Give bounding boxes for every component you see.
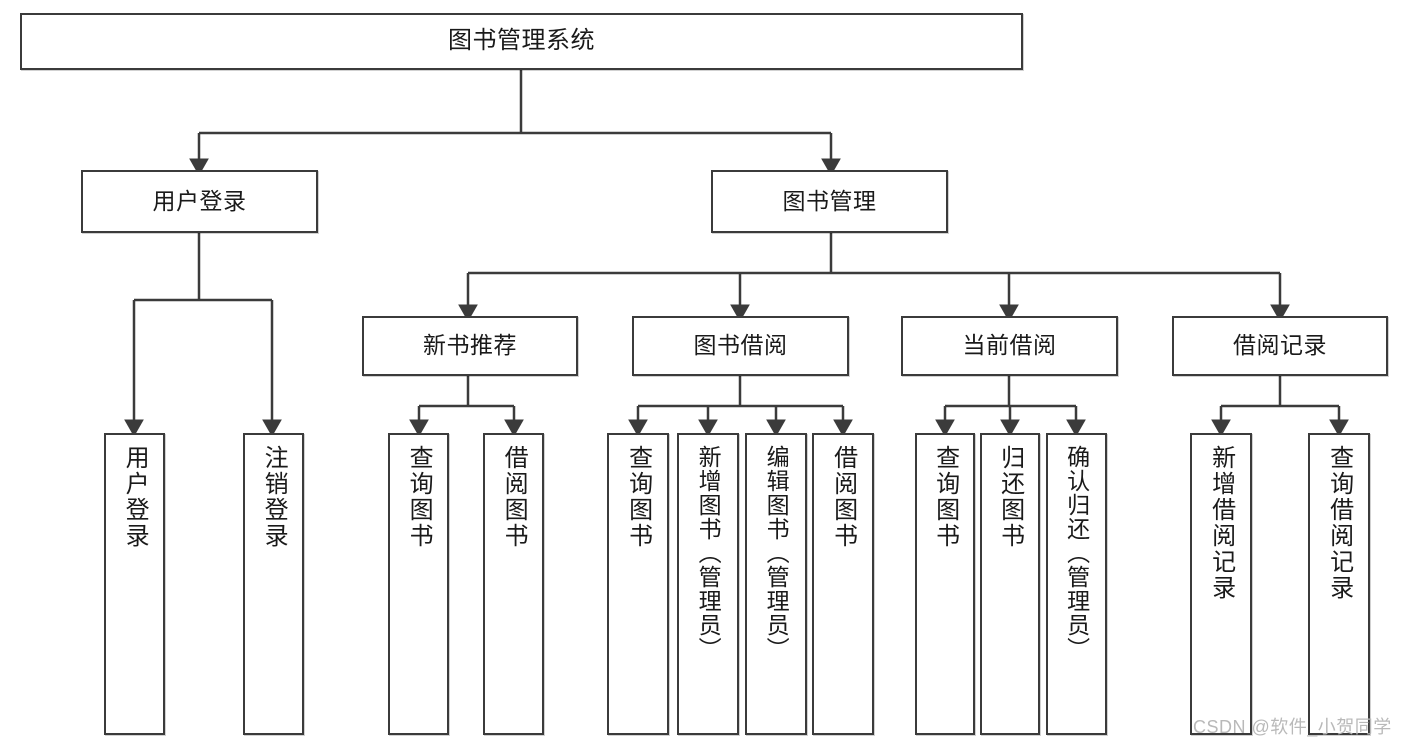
node-label: 借阅图书: [500, 445, 528, 549]
node-label: 查询借阅记录: [1325, 445, 1353, 601]
node-leaf-add-book[interactable]: 新增图书（管理员）: [677, 433, 739, 735]
node-borrow-record[interactable]: 借阅记录: [1172, 316, 1388, 376]
node-leaf-user-login[interactable]: 用户登录: [104, 433, 165, 735]
node-new-book-recommend[interactable]: 新书推荐: [362, 316, 578, 376]
node-leaf-user-logout[interactable]: 注销登录: [243, 433, 304, 735]
node-label: 归还图书: [996, 445, 1024, 549]
node-book-management[interactable]: 图书管理: [711, 170, 948, 233]
node-label: 用户登录: [152, 187, 247, 214]
node-label: 借阅图书: [829, 445, 857, 549]
node-label: 图书管理系统: [448, 27, 595, 55]
node-leaf-query-borrow-record[interactable]: 查询借阅记录: [1308, 433, 1370, 735]
node-leaf-add-borrow-record[interactable]: 新增借阅记录: [1190, 433, 1252, 735]
node-label: 编辑图书（管理员）: [763, 445, 790, 661]
node-label: 查询图书: [931, 445, 959, 549]
node-label: 借阅记录: [1233, 332, 1327, 359]
node-leaf-query-book-current[interactable]: 查询图书: [915, 433, 975, 735]
node-leaf-query-book-recommend[interactable]: 查询图书: [388, 433, 449, 735]
node-label: 当前借阅: [962, 332, 1057, 359]
node-label: 确认归还（管理员）: [1063, 445, 1090, 661]
node-leaf-confirm-return[interactable]: 确认归还（管理员）: [1046, 433, 1107, 735]
node-label: 用户登录: [121, 445, 149, 549]
node-label: 查询图书: [405, 445, 433, 549]
node-user-login[interactable]: 用户登录: [81, 170, 318, 233]
node-leaf-edit-book[interactable]: 编辑图书（管理员）: [745, 433, 807, 735]
node-label: 新增借阅记录: [1207, 445, 1235, 601]
node-label: 注销登录: [260, 445, 288, 549]
node-label: 新增图书（管理员）: [695, 445, 722, 661]
node-book-borrow[interactable]: 图书借阅: [632, 316, 849, 376]
node-leaf-return-book[interactable]: 归还图书: [980, 433, 1040, 735]
node-leaf-borrow-book-recommend[interactable]: 借阅图书: [483, 433, 544, 735]
node-leaf-borrow-book[interactable]: 借阅图书: [812, 433, 874, 735]
node-label: 查询图书: [624, 445, 652, 549]
node-label: 图书管理: [782, 187, 877, 214]
node-label: 图书借阅: [693, 332, 788, 359]
node-label: 新书推荐: [423, 332, 517, 359]
node-leaf-query-book-borrow[interactable]: 查询图书: [607, 433, 669, 735]
node-current-borrow[interactable]: 当前借阅: [901, 316, 1118, 376]
node-root-book-management-system[interactable]: 图书管理系统: [20, 13, 1023, 70]
